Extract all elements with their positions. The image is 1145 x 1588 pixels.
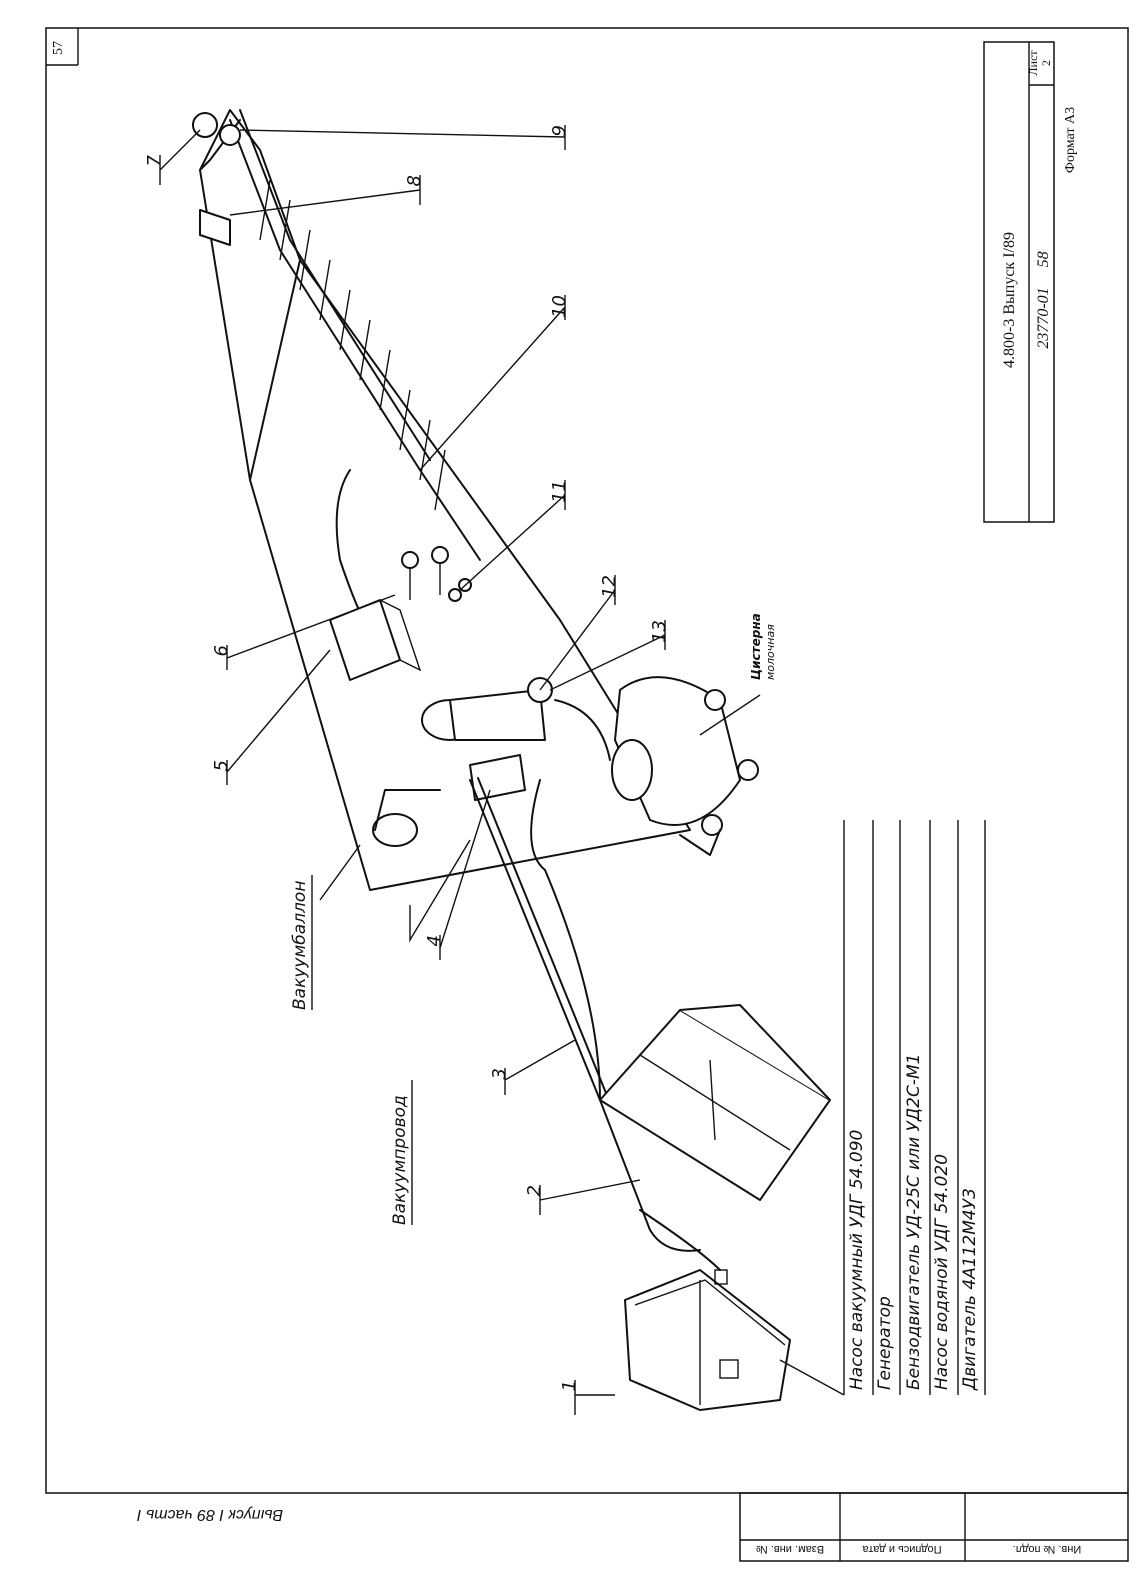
callout-6: 6 — [211, 645, 232, 656]
pump-unit-box — [624, 1269, 791, 1411]
legend: Насос вакуумный УДГ 54.090 Генератор Бен… — [843, 820, 986, 1395]
box-5-side — [379, 599, 422, 672]
cable — [530, 779, 601, 1101]
label-milk-tank-2: молочная — [764, 624, 777, 680]
callout-leaders — [159, 125, 761, 1415]
vacuum-balloon-shape — [372, 813, 418, 847]
pump-hose — [639, 1209, 721, 1271]
callout-13: 13 — [649, 620, 670, 643]
legend-item-3: Бензодвигатель УД-25С или УД2С-М1 — [904, 1054, 924, 1391]
legend-item-1: Насос вакуумный УДГ 54.090 — [847, 1130, 867, 1390]
gallery-rail-2 — [239, 109, 431, 461]
callout-5: 5 — [211, 760, 232, 771]
callout-3: 3 — [489, 1068, 510, 1079]
balloon-pipe — [374, 789, 441, 831]
box-5 — [329, 599, 401, 681]
sheet-frame — [45, 27, 1129, 1494]
sheet-label: Лист — [1026, 50, 1040, 76]
hitch-wheel-2 — [219, 124, 241, 146]
stall-partitions — [259, 179, 446, 511]
label-milk-tank-1: Цистерна — [749, 613, 763, 680]
callout-4: 4 — [424, 935, 445, 946]
label-vacuum-pipeline: Вакуумпровод — [390, 1095, 410, 1225]
callout-12: 12 — [599, 575, 620, 598]
issue-note: Выпуск I 89 часть I — [136, 1506, 283, 1523]
sheet-number: 2 — [1039, 60, 1053, 66]
stamp-col2: Подпись и дата — [862, 1543, 942, 1555]
doc-page: 58 — [1035, 251, 1052, 267]
milk-tank-shape — [554, 676, 759, 856]
stamp-col1: Инв. № подл. — [1013, 1543, 1082, 1555]
stamp-strip — [739, 1492, 1129, 1562]
legend-item-2: Генератор — [875, 1296, 895, 1390]
receiver-cylinder — [449, 689, 546, 741]
legend-item-4: Насос водяной УДГ 54.020 — [932, 1154, 952, 1390]
platform-edge — [249, 259, 301, 481]
page-number: 57 — [51, 41, 66, 55]
component-8 — [199, 209, 231, 246]
vacuum-pipeline-line — [469, 779, 701, 1252]
legend-item-5: Двигатель 4А112М4У3 — [960, 1188, 980, 1391]
callout-11: 11 — [549, 480, 570, 503]
doc-code-line: 23770-01 58 — [1035, 251, 1052, 348]
callout-9: 9 — [549, 125, 570, 136]
doc-code: 23770-01 — [1035, 287, 1052, 348]
vacuum-pipeline-line-2 — [477, 777, 609, 1099]
series-title: 4.800-3 Выпуск I/89 — [1001, 232, 1018, 368]
callout-2: 2 — [524, 1185, 545, 1196]
legend-leader — [779, 1359, 845, 1396]
title-block — [983, 41, 1055, 523]
format-label: Формат A3 — [1063, 107, 1078, 173]
milking-units — [401, 546, 472, 602]
callout-7: 7 — [144, 154, 165, 166]
gallery-rail — [229, 119, 481, 561]
generator-box — [599, 1004, 831, 1201]
callout-8: 8 — [404, 175, 425, 186]
callout-10: 10 — [549, 295, 570, 318]
stamp-col3: Взам. инв. № — [756, 1543, 824, 1555]
callout-1: 1 — [559, 1380, 580, 1391]
label-vacuum-balloon: Вакуумбаллон — [290, 881, 310, 1010]
